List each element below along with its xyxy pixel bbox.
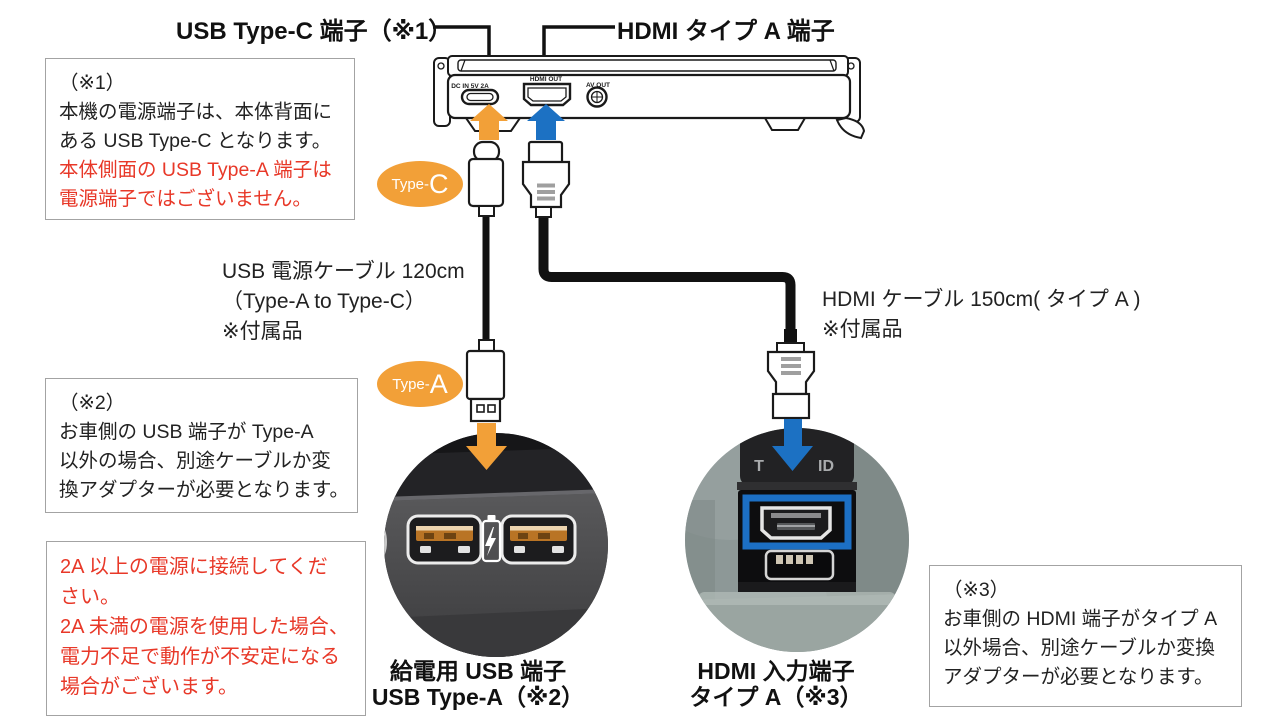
note3-line2: 以外場合、別途ケーブルか変換 bbox=[943, 637, 1215, 659]
orange-up-arrow-icon bbox=[470, 104, 508, 140]
usb-cable-label: USB 電源ケーブル 120cm （Type-A to Type-C） ※付属品 bbox=[222, 257, 465, 347]
note-box-3: （※3） お車側の HDMI 端子がタイプ A 以外場合、別途ケーブルか変換 ア… bbox=[929, 565, 1242, 707]
type-c-badge-letter: C bbox=[429, 168, 449, 199]
hdmi-port-caption: HDMI 入力端子 タイプ A（※3） bbox=[656, 658, 896, 710]
usb-cable-label-line1: USB 電源ケーブル 120cm bbox=[222, 260, 465, 283]
warning-line2: さい。 bbox=[60, 586, 120, 608]
usb-cable bbox=[482, 213, 490, 343]
hdmi-cable-label-line1: HDMI ケーブル 150cm( タイプ A ) bbox=[822, 288, 1141, 311]
usb-type-c-terminal-label: USB Type-C 端子（※1） bbox=[176, 18, 453, 45]
car-usb-ports-photo bbox=[384, 433, 608, 657]
device-usbc-port-label: DC IN 5V 2A bbox=[451, 83, 489, 90]
type-c-badge-prefix: Type- bbox=[391, 175, 429, 193]
hdmi-cable-label-line2: ※付属品 bbox=[822, 318, 903, 341]
hdmi-cable bbox=[538, 215, 796, 333]
usb-port-caption-line1: 給電用 USB 端子 bbox=[389, 658, 567, 684]
note-box-2: （※2） お車側の USB 端子が Type-A 以外の場合、別途ケーブルか変 … bbox=[45, 378, 358, 513]
hdmi-connector-bottom-illustration bbox=[766, 329, 816, 420]
device-foot-right bbox=[763, 117, 807, 131]
car-hdmi-port bbox=[760, 506, 832, 540]
warning-line5: 場合がございます。 bbox=[60, 676, 238, 698]
device-hdmi-port-label: HDMI OUT bbox=[530, 76, 562, 83]
device-disc-slot bbox=[457, 59, 837, 72]
hdmi-type-a-terminal-label: HDMI タイプ A 端子 bbox=[617, 18, 835, 45]
note2-title: （※2） bbox=[59, 392, 126, 414]
usb-cable-label-line3: ※付属品 bbox=[222, 320, 303, 343]
battery-charging-icon bbox=[481, 515, 502, 563]
note1-line1: 本機の電源端子は、本体背面に bbox=[59, 101, 333, 123]
type-a-badge: Type-A bbox=[377, 361, 463, 407]
type-c-badge: Type-C bbox=[377, 161, 463, 207]
type-a-badge-prefix: Type- bbox=[392, 375, 430, 393]
screw-icon bbox=[847, 62, 855, 70]
blue-down-arrow-icon bbox=[772, 419, 813, 471]
note2-line3: 換アダプターが必要となります。 bbox=[59, 479, 349, 501]
note1-red-line1: 本体側面の USB Type-A 端子は bbox=[59, 159, 332, 181]
console-label-left: T bbox=[754, 458, 764, 475]
usb-port-caption-line2: USB Type-A（※2） bbox=[371, 684, 585, 710]
type-a-badge-letter: A bbox=[429, 368, 448, 399]
warning-box: 2A 以上の電源に接続してくだ さい。 2A 未満の電源を使用した場合、 電力不… bbox=[46, 541, 366, 716]
warning-line1: 2A 以上の電源に接続してくだ bbox=[60, 556, 328, 578]
device-rear-face bbox=[446, 73, 852, 120]
screw-icon bbox=[437, 62, 445, 70]
hdmi-cable-label: HDMI ケーブル 150cm( タイプ A ) ※付属品 bbox=[822, 285, 1140, 345]
note-box-1: （※1） 本機の電源端子は、本体背面に ある USB Type-C となります。… bbox=[45, 58, 355, 220]
warning-line3: 2A 未満の電源を使用した場合、 bbox=[60, 616, 349, 638]
warning-line4: 電力不足で動作が不安定になる bbox=[60, 646, 340, 668]
blue-up-arrow-icon bbox=[527, 104, 565, 140]
device-kickstand bbox=[835, 116, 866, 140]
note3-line1: お車側の HDMI 端子がタイプ A bbox=[943, 608, 1218, 630]
note2-line2: 以外の場合、別途ケーブルか変 bbox=[59, 450, 331, 472]
note3-title: （※3） bbox=[943, 579, 1010, 601]
console-label-right: ID bbox=[818, 458, 834, 475]
usb-port-caption: 給電用 USB 端子 USB Type-A（※2） bbox=[348, 658, 608, 710]
car-usb-port-below-hdmi bbox=[764, 549, 835, 581]
hdmi-port-caption-line1: HDMI 入力端子 bbox=[697, 658, 855, 684]
car-usb-port-right bbox=[500, 514, 577, 565]
note1-line2: ある USB Type-C となります。 bbox=[59, 130, 332, 152]
note1-red-line2: 電源端子ではございません。 bbox=[59, 188, 312, 210]
hdmi-highlight-box bbox=[742, 494, 852, 550]
usb-cable-label-line2: （Type-A to Type-C） bbox=[222, 290, 426, 313]
device-hdmi-port bbox=[522, 82, 572, 107]
hdmi-port-caption-line2: タイプ A（※3） bbox=[689, 684, 863, 710]
usb-c-connector-illustration bbox=[467, 140, 505, 217]
device-lid bbox=[447, 55, 849, 77]
device-av-port-label: AV OUT bbox=[586, 82, 610, 89]
hdmi-connector-top-illustration bbox=[521, 140, 571, 218]
note2-line1: お車側の USB 端子が Type-A bbox=[59, 421, 314, 443]
note3-line3: アダプターが必要となります。 bbox=[943, 666, 1214, 688]
note1-title: （※1） bbox=[59, 72, 126, 94]
car-usb-port-left bbox=[406, 514, 483, 565]
usb-a-connector-illustration bbox=[465, 339, 506, 423]
orange-down-arrow-icon bbox=[466, 423, 507, 470]
